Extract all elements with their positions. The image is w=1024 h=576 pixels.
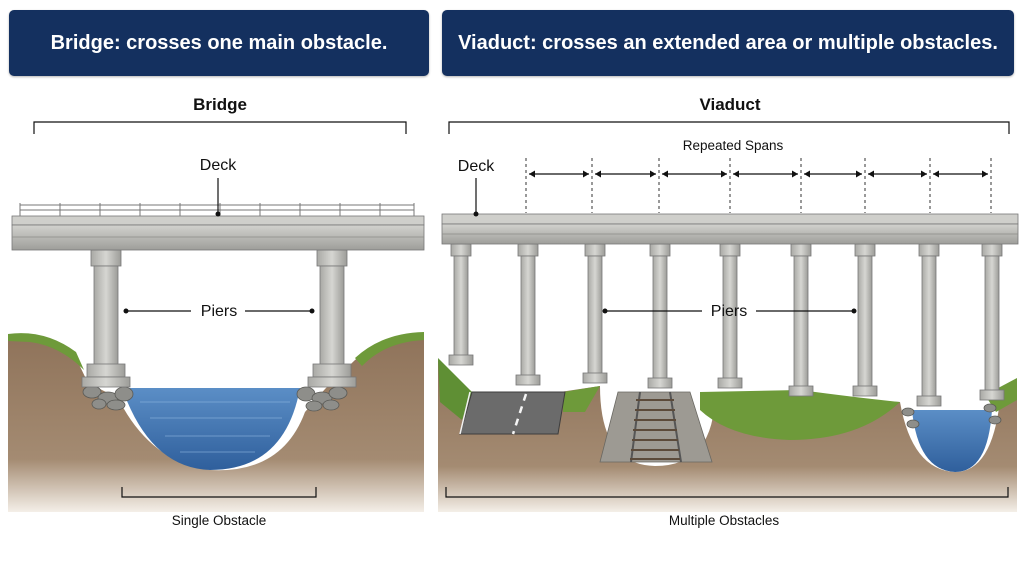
bridge-obstacle-label: Single Obstacle [172, 513, 267, 528]
bridge-title: Bridge [193, 95, 247, 114]
bridge-grass-left [8, 333, 84, 370]
span-arrowhead [529, 170, 535, 178]
viaduct-deck-label: Deck [458, 158, 495, 175]
bridge-banner: Bridge: crosses one main obstacle. [9, 10, 429, 76]
bridge-ground [8, 336, 424, 512]
viaduct-span-dimensions [525, 158, 992, 213]
viaduct-piers [448, 243, 1005, 407]
viaduct-banner: Viaduct: crosses an extended area or mul… [442, 10, 1014, 76]
viaduct-railway [599, 391, 713, 463]
span-arrowhead [933, 170, 939, 178]
span-arrowhead [792, 170, 798, 178]
viaduct-grass-left [438, 358, 472, 420]
viaduct-pier [979, 243, 1005, 401]
bridge-obstacle-bracket [121, 487, 317, 498]
viaduct-pier [448, 243, 474, 366]
viaduct-deck [441, 213, 1019, 245]
bridge-deck [11, 215, 425, 251]
span-arrowhead [721, 170, 727, 178]
viaduct-obstacle-bracket [445, 487, 1009, 498]
span-arrowhead [856, 170, 862, 178]
span-arrowhead [921, 170, 927, 178]
bridge-grass-right [355, 332, 424, 366]
bridge-water [122, 388, 300, 470]
span-arrowhead [583, 170, 589, 178]
viaduct-pier [852, 243, 878, 397]
viaduct-stream [912, 410, 992, 472]
viaduct-illustration: Viaduct Repeated Spans Deck Piers Multip… [438, 95, 1019, 528]
span-arrowhead [804, 170, 810, 178]
viaduct-road [459, 391, 566, 435]
bridge-pier-right [307, 249, 357, 388]
viaduct-title: Viaduct [699, 95, 760, 114]
bridge-span-bracket [33, 121, 407, 134]
viaduct-pier [788, 243, 814, 397]
span-arrowhead [982, 170, 988, 178]
bridge-railing [19, 203, 415, 216]
span-arrowhead [733, 170, 739, 178]
span-arrowhead [650, 170, 656, 178]
viaduct-obstacle-label: Multiple Obstacles [669, 513, 780, 528]
bridge-rocks-right [296, 386, 348, 412]
bridge-pier-left [81, 249, 131, 388]
viaduct-pier [515, 243, 541, 386]
viaduct-spans-label: Repeated Spans [683, 138, 784, 153]
span-arrowhead [868, 170, 874, 178]
viaduct-span-bracket [448, 121, 1010, 134]
viaduct-rocks [901, 403, 1002, 429]
span-arrowhead [662, 170, 668, 178]
bridge-illustration: Bridge Deck Piers Single Obstacle [8, 95, 425, 528]
viaduct-pier [916, 243, 942, 407]
viaduct-pier [647, 243, 673, 389]
bridge-piers-label: Piers [201, 303, 237, 320]
bridge-deck-label: Deck [200, 157, 237, 174]
bridge-rocks-left [82, 385, 134, 411]
viaduct-grass-field [700, 390, 900, 440]
viaduct-pier [717, 243, 743, 389]
viaduct-pier [582, 243, 608, 384]
viaduct-piers-label: Piers [711, 303, 747, 320]
viaduct-grass-mid [563, 386, 600, 412]
span-arrowhead [595, 170, 601, 178]
